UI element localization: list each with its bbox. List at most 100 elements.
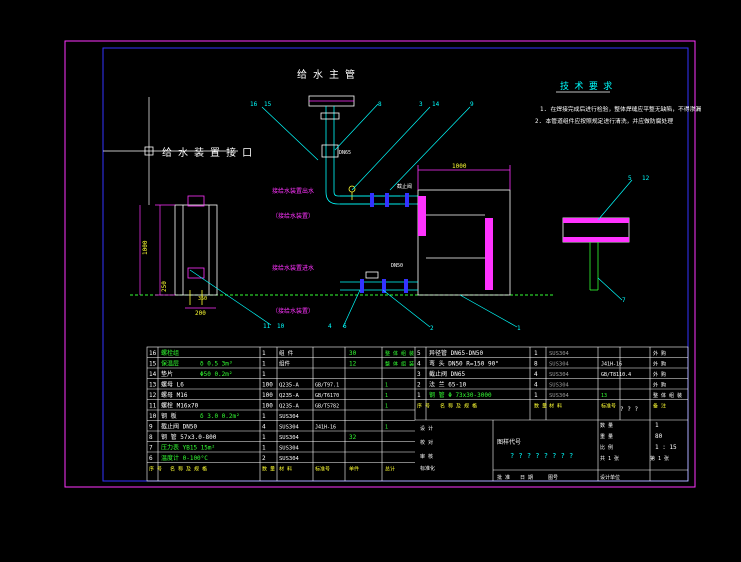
bom-right-header-cell: 名 称 及 规 格 bbox=[440, 403, 477, 410]
bom-header-cell: 标准号 bbox=[315, 466, 330, 473]
exchanger bbox=[417, 165, 511, 296]
bom-right-mat: SUS304 bbox=[549, 351, 570, 357]
bom-row-extra: 1 bbox=[385, 383, 388, 389]
dim-vertical-1000: 1000 bbox=[142, 240, 149, 255]
dim-1000: 1000 bbox=[452, 163, 467, 170]
annotation-dn65: DN65 bbox=[339, 150, 351, 156]
bom-row-mass: 30 bbox=[349, 350, 357, 357]
bom-row-std: GB/T5782 bbox=[315, 404, 339, 410]
tb-drawing-no: 图号 bbox=[548, 475, 558, 481]
bom-header-cell: 单件 bbox=[349, 466, 359, 473]
dim-250: 250 bbox=[161, 281, 168, 292]
crosshair-box bbox=[144, 146, 154, 156]
bom-right-name: 钢 管 Φ 73x30-3000 bbox=[429, 391, 492, 399]
bom-row-name: 保温层 bbox=[161, 360, 179, 368]
bom-right-name: 法 兰 65-10 bbox=[429, 381, 467, 389]
bom-right-extra: 外 购 bbox=[653, 361, 666, 368]
balloon-12: 12 bbox=[642, 175, 650, 182]
outer-border bbox=[64, 40, 696, 488]
bom-row-name: 钢 板 bbox=[161, 412, 177, 420]
tb-footer-left: 批 准 bbox=[497, 474, 510, 481]
balloon-8: 8 bbox=[378, 101, 382, 108]
bom-right-header-cell: 数 量 bbox=[534, 403, 547, 410]
bom-right-no: 2 bbox=[417, 382, 421, 389]
bom-row-no: 8 bbox=[149, 434, 153, 441]
supply-pipe bbox=[308, 95, 400, 205]
bom-row-no: 6 bbox=[149, 455, 153, 462]
bom-right-extra: 整 体 组 装 bbox=[653, 392, 682, 399]
bom-row-no: 13 bbox=[149, 382, 157, 389]
balloon-1: 1 bbox=[517, 325, 521, 332]
bom-right-extra: 外 购 bbox=[653, 350, 666, 357]
bom-right-std: J41H-16 bbox=[601, 362, 622, 368]
bom-row-mass: 32 bbox=[349, 434, 357, 441]
bom-row-std: GB/T97.1 bbox=[315, 383, 339, 389]
tb-designer: 设 计 bbox=[420, 425, 433, 432]
bom-row-mat: SUS304 bbox=[279, 435, 300, 441]
bom-right-no: 1 bbox=[417, 392, 421, 399]
tb-weight-value: 80 bbox=[655, 433, 663, 440]
bom-row-mat: SUS304 bbox=[279, 446, 300, 452]
bom-row-mat: SUS304 bbox=[279, 456, 300, 462]
view-title: 给 水 主 管 bbox=[297, 68, 355, 81]
tb-approver: 审 核 bbox=[420, 453, 433, 460]
bom-row-extra: 1 bbox=[385, 404, 388, 410]
left-label-4: （接给水装置） bbox=[272, 307, 314, 315]
bom-row-qty: 1 bbox=[262, 371, 266, 378]
bom-right-mat: SUS304 bbox=[549, 362, 570, 368]
tb-scale-value: 1 : 15 bbox=[655, 444, 677, 451]
bom-row-no: 12 bbox=[149, 392, 157, 399]
bom-row-name: 螺母 M16 bbox=[161, 391, 188, 399]
bom-row-std: J41H-16 bbox=[315, 425, 336, 431]
bom-table bbox=[146, 346, 689, 482]
bom-right-name: 异径管 DN65-DN50 bbox=[429, 349, 484, 357]
tb-company: 设计单位 bbox=[600, 474, 620, 481]
bom-right-qty: 8 bbox=[534, 361, 538, 368]
tb-project-value: ? ? ? ? ? ? ? ? bbox=[510, 452, 573, 460]
tb-qty-label: 数 量 bbox=[600, 422, 613, 429]
bom-row-mat: Q235-A bbox=[279, 393, 300, 399]
bom-right-name: 弯 头 DN50 R=150 90° bbox=[429, 360, 499, 368]
annotation-dn50: DN50 bbox=[391, 263, 403, 269]
bom-row-name: 截止阀 DN50 bbox=[161, 423, 197, 431]
bom-row-name: 钢 管 57x3.0-800 bbox=[161, 433, 217, 441]
title-block: 图样代号 ? ? ? ? ? ? ? ? ? ? ? 数 量 1 重 量 80 … bbox=[420, 406, 677, 481]
bom-row-qty: 1 bbox=[262, 445, 266, 452]
bom-row-name: 温度计 0-100°C bbox=[161, 454, 208, 462]
bom-right-mat: SUS304 bbox=[549, 393, 570, 399]
bom-row-mat: SUS304 bbox=[279, 425, 300, 431]
balloon-10: 10 bbox=[277, 323, 285, 330]
bom-row-name: 压力表 YB15 15m² bbox=[161, 444, 215, 452]
balloon-2: 2 bbox=[430, 325, 434, 332]
bom-row-spec: δ 3.0 0.2m² bbox=[200, 413, 240, 420]
tb-q: ? ? ? bbox=[620, 406, 638, 413]
bom-right-std: GB/T8110.4 bbox=[601, 372, 631, 378]
bom-right-std: 13 bbox=[601, 393, 607, 399]
bom-row-qty: 100 bbox=[262, 392, 273, 399]
balloons: 16 15 8 3 14 9 5 12 7 11 10 4 6 2 1 bbox=[250, 101, 650, 332]
bom-right-qty: 4 bbox=[534, 382, 538, 389]
tb-sheet-label: 共 1 张 bbox=[600, 455, 619, 462]
upper-pipe bbox=[340, 193, 418, 207]
bom-row-qty: 4 bbox=[262, 424, 266, 431]
bom-right-header-cell: 标准号 bbox=[601, 403, 616, 410]
balloon-9: 9 bbox=[470, 101, 474, 108]
bom-right-qty: 4 bbox=[534, 371, 538, 378]
balloon-16: 16 bbox=[250, 101, 258, 108]
bom-row-qty: 1 bbox=[262, 361, 266, 368]
bom-row-spec: Φ50 0.2m² bbox=[200, 371, 233, 378]
left-label-1: 接给水装置出水 bbox=[272, 187, 314, 195]
bom-right-extra: 外 购 bbox=[653, 382, 666, 389]
left-label-3: 接给水装置进水 bbox=[272, 264, 314, 272]
notes-title: 技 术 要 求 bbox=[560, 80, 612, 92]
balloon-11: 11 bbox=[263, 323, 271, 330]
bom-header-cell: 数 量 bbox=[262, 466, 275, 473]
bom-header-cell: 名 称 及 规 格 bbox=[170, 466, 207, 473]
dim-350: 350 bbox=[198, 296, 207, 302]
dim-200: 200 bbox=[195, 310, 206, 317]
bom-row-qty: 100 bbox=[262, 382, 273, 389]
bom-right-header-cell: 序 号 bbox=[417, 403, 430, 410]
bom-right-name: 截止阀 DN65 bbox=[429, 370, 465, 378]
bom-row-mass: 12 bbox=[349, 361, 357, 368]
bom-row-no: 14 bbox=[149, 371, 157, 378]
